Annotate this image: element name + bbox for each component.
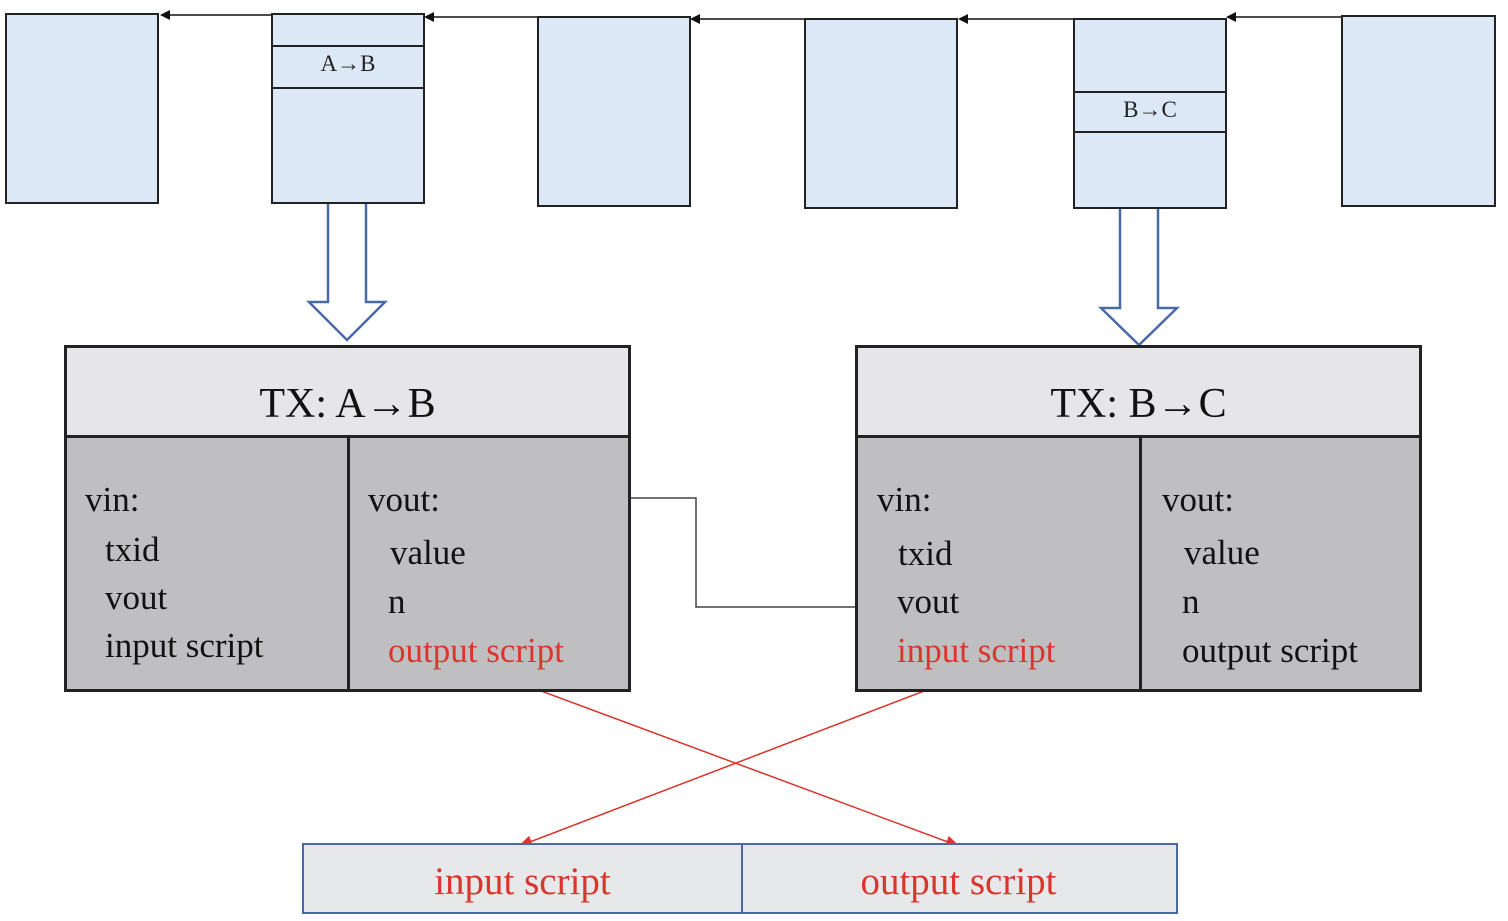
- block-6: [1341, 15, 1496, 207]
- tx-ab-vout: vout: value n output script: [347, 435, 628, 689]
- block-4: [804, 18, 958, 209]
- vin-label: vin:: [85, 480, 140, 519]
- block-2: A→B: [271, 13, 425, 204]
- tx-ab-vin: vin: txid vout input script: [67, 435, 348, 689]
- vout-output-script: output script: [388, 631, 564, 670]
- block-5: B→C: [1073, 18, 1227, 209]
- vin-vout: vout: [897, 582, 960, 621]
- block-tx-row: A→B: [273, 45, 423, 89]
- tx-bc-vout: vout: value n output script: [1139, 435, 1419, 689]
- tx-bc-box: TX: B→C vin: txid vout input script vout…: [855, 345, 1422, 692]
- block-tx-row: B→C: [1075, 91, 1225, 133]
- vout-label: vout:: [1162, 480, 1234, 519]
- vout-n: n: [1182, 582, 1200, 621]
- tx-ab-box: TX: A→B vin: txid vout input script vout…: [64, 345, 631, 692]
- vin-input-script: input script: [897, 631, 1056, 670]
- combined-output-script: output script: [860, 860, 1057, 903]
- vout-output-script: output script: [1182, 631, 1358, 670]
- tx-bc-title: TX: B→C: [858, 348, 1419, 438]
- vin-txid: txid: [898, 534, 953, 573]
- combined-script-box: input script output script: [302, 843, 1178, 914]
- tx-ab-title: TX: A→B: [67, 348, 628, 438]
- block-3: [537, 16, 691, 207]
- vout-label: vout:: [368, 480, 440, 519]
- vout-n: n: [388, 582, 406, 621]
- vout-value: value: [1184, 533, 1260, 572]
- tx-bc-vin: vin: txid vout input script: [858, 435, 1140, 689]
- combined-input-script: input script: [304, 845, 743, 912]
- vin-input-script: input script: [105, 626, 264, 665]
- cross-line-output-to-bottom: [489, 671, 960, 848]
- vin-txid: txid: [105, 530, 160, 569]
- vout-value: value: [390, 533, 466, 572]
- cross-line-input-to-bottom: [518, 674, 967, 848]
- vin-vout: vout: [105, 578, 168, 617]
- block-1: [5, 13, 159, 204]
- vin-label: vin:: [877, 480, 932, 519]
